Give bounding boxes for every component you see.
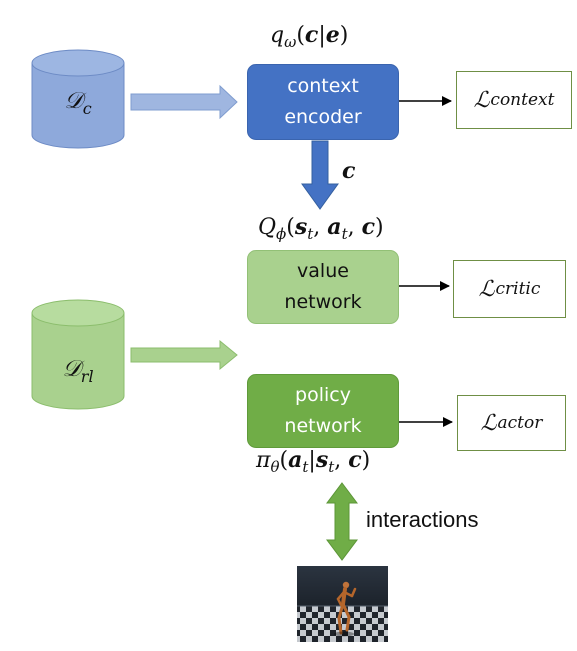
humanoid-environment-icon [297, 566, 388, 642]
context-dataset-label: 𝒟c [64, 88, 92, 118]
context-dataset-cylinder [31, 49, 125, 149]
value-network-line2: network [284, 291, 362, 313]
rl-data-arrow [130, 339, 238, 371]
context-encoder-box: context encoder [247, 64, 399, 140]
interactions-double-arrow [326, 482, 358, 561]
critic-loss-sub: critic [495, 279, 541, 299]
context-encoder-line2: encoder [284, 106, 362, 128]
value-network-box: value network [247, 250, 399, 324]
critic-loss-symbol: ℒ [478, 276, 495, 302]
context-variable-label: c [342, 158, 356, 184]
actor-loss-symbol: ℒ [480, 410, 497, 436]
context-loss-sub: context [490, 90, 555, 110]
context-loss-symbol: ℒ [473, 87, 490, 113]
rl-dataset-label: 𝒟rl [62, 356, 94, 386]
rl-dataset-cylinder [31, 299, 125, 410]
interactions-label: interactions [366, 507, 479, 532]
policy-formula: πθ(at|st, c) [256, 447, 371, 476]
policy-network-line2: network [284, 415, 362, 437]
value-network-line1: value [297, 260, 349, 282]
policy-network-box: policy network [247, 374, 399, 448]
encoder-formula: qω(c|e) [270, 22, 349, 51]
q-function-formula: Qϕ(st, at, c) [258, 214, 384, 243]
context-embedding-arrow [301, 140, 339, 210]
policy-network-line1: policy [295, 384, 351, 406]
context-encoder-line1: context [287, 75, 359, 97]
context-data-arrow [130, 84, 238, 120]
actor-loss-sub: actor [497, 413, 543, 433]
